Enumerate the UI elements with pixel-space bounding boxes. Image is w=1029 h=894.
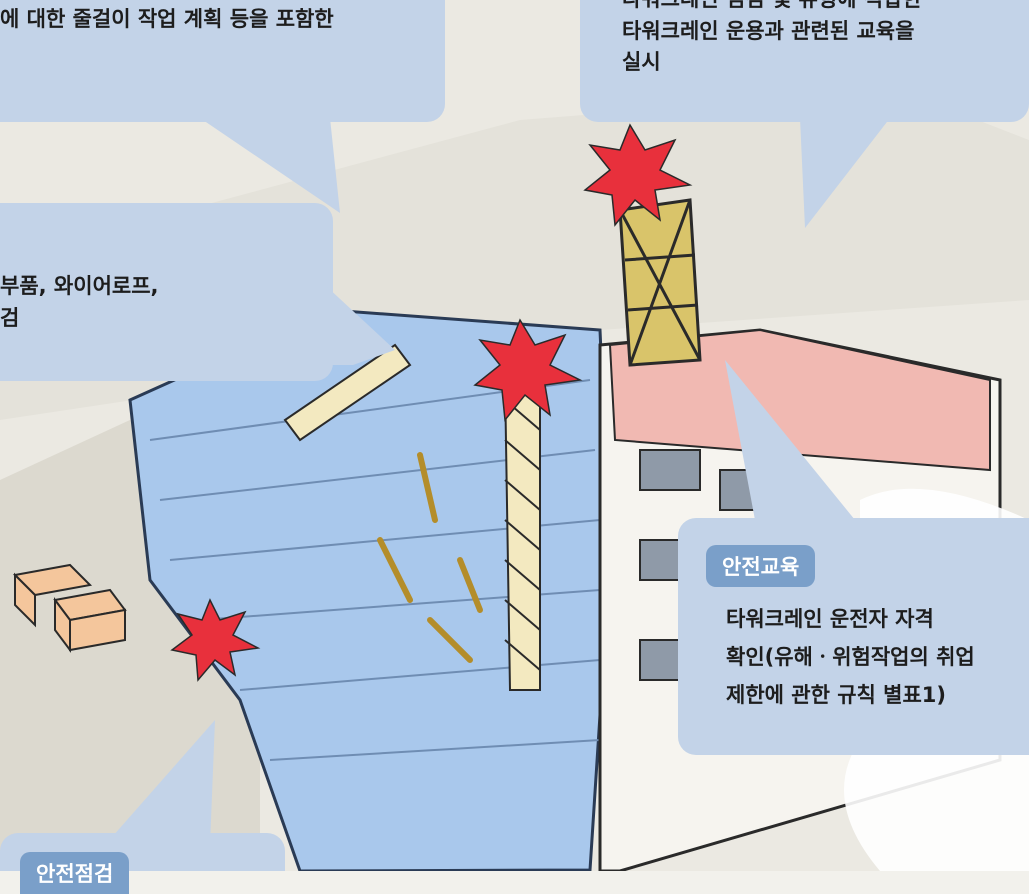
bubble-bottom-right-tag: 안전교육 — [706, 545, 816, 587]
bubble-mid-left-line-1: 부품, 와이어로프, — [0, 274, 159, 298]
bubble-bottom-right-line-3: 제한에 관한 규칙 별표1) — [726, 683, 947, 707]
bubble-top-right-line-3: 실시 — [622, 50, 661, 74]
bubble-mid-left: 부품, 와이어로프, 검 — [0, 203, 333, 381]
falling-mast — [503, 379, 541, 691]
bubble-bottom-right-line-1: 타워크레인 운전자 자격 — [726, 607, 934, 631]
bubble-top-right-line-1: 타워크레인 점검 및 유형에 적합한 — [622, 0, 1029, 16]
bubble-mid-left-tail — [325, 285, 395, 365]
bubble-top-right-line-2: 타워크레인 운용과 관련된 교육을 — [622, 18, 915, 43]
material-crates — [12, 563, 127, 653]
bubble-top-left: 에 대한 줄걸이 작업 계획 등을 포함한 — [0, 0, 445, 122]
bubble-top-right-tail — [800, 118, 890, 228]
impact-bursts — [170, 123, 693, 682]
bubble-bottom-left-tag: 안전점검 — [20, 852, 130, 894]
bubble-bottom-right-tail — [725, 360, 855, 520]
bubble-top-right: 타워크레인 점검 및 유형에 적합한 타워크레인 운용과 관련된 교육을 실시 — [580, 0, 1029, 122]
bubble-top-left-tail — [200, 118, 340, 213]
building-top — [608, 328, 991, 472]
bubble-mid-left-line-2: 검 — [0, 305, 20, 330]
fallen-wall — [128, 308, 612, 871]
bubble-bottom-right-line-2: 확인(유해ㆍ위험작업의 취업 — [726, 645, 975, 669]
bubble-bottom-left-tail — [105, 720, 215, 845]
falling-jib — [283, 343, 412, 442]
tower-crane — [618, 198, 702, 367]
bubble-top-left-line-1: 에 대한 줄걸이 작업 계획 등을 포함한 — [0, 7, 334, 31]
